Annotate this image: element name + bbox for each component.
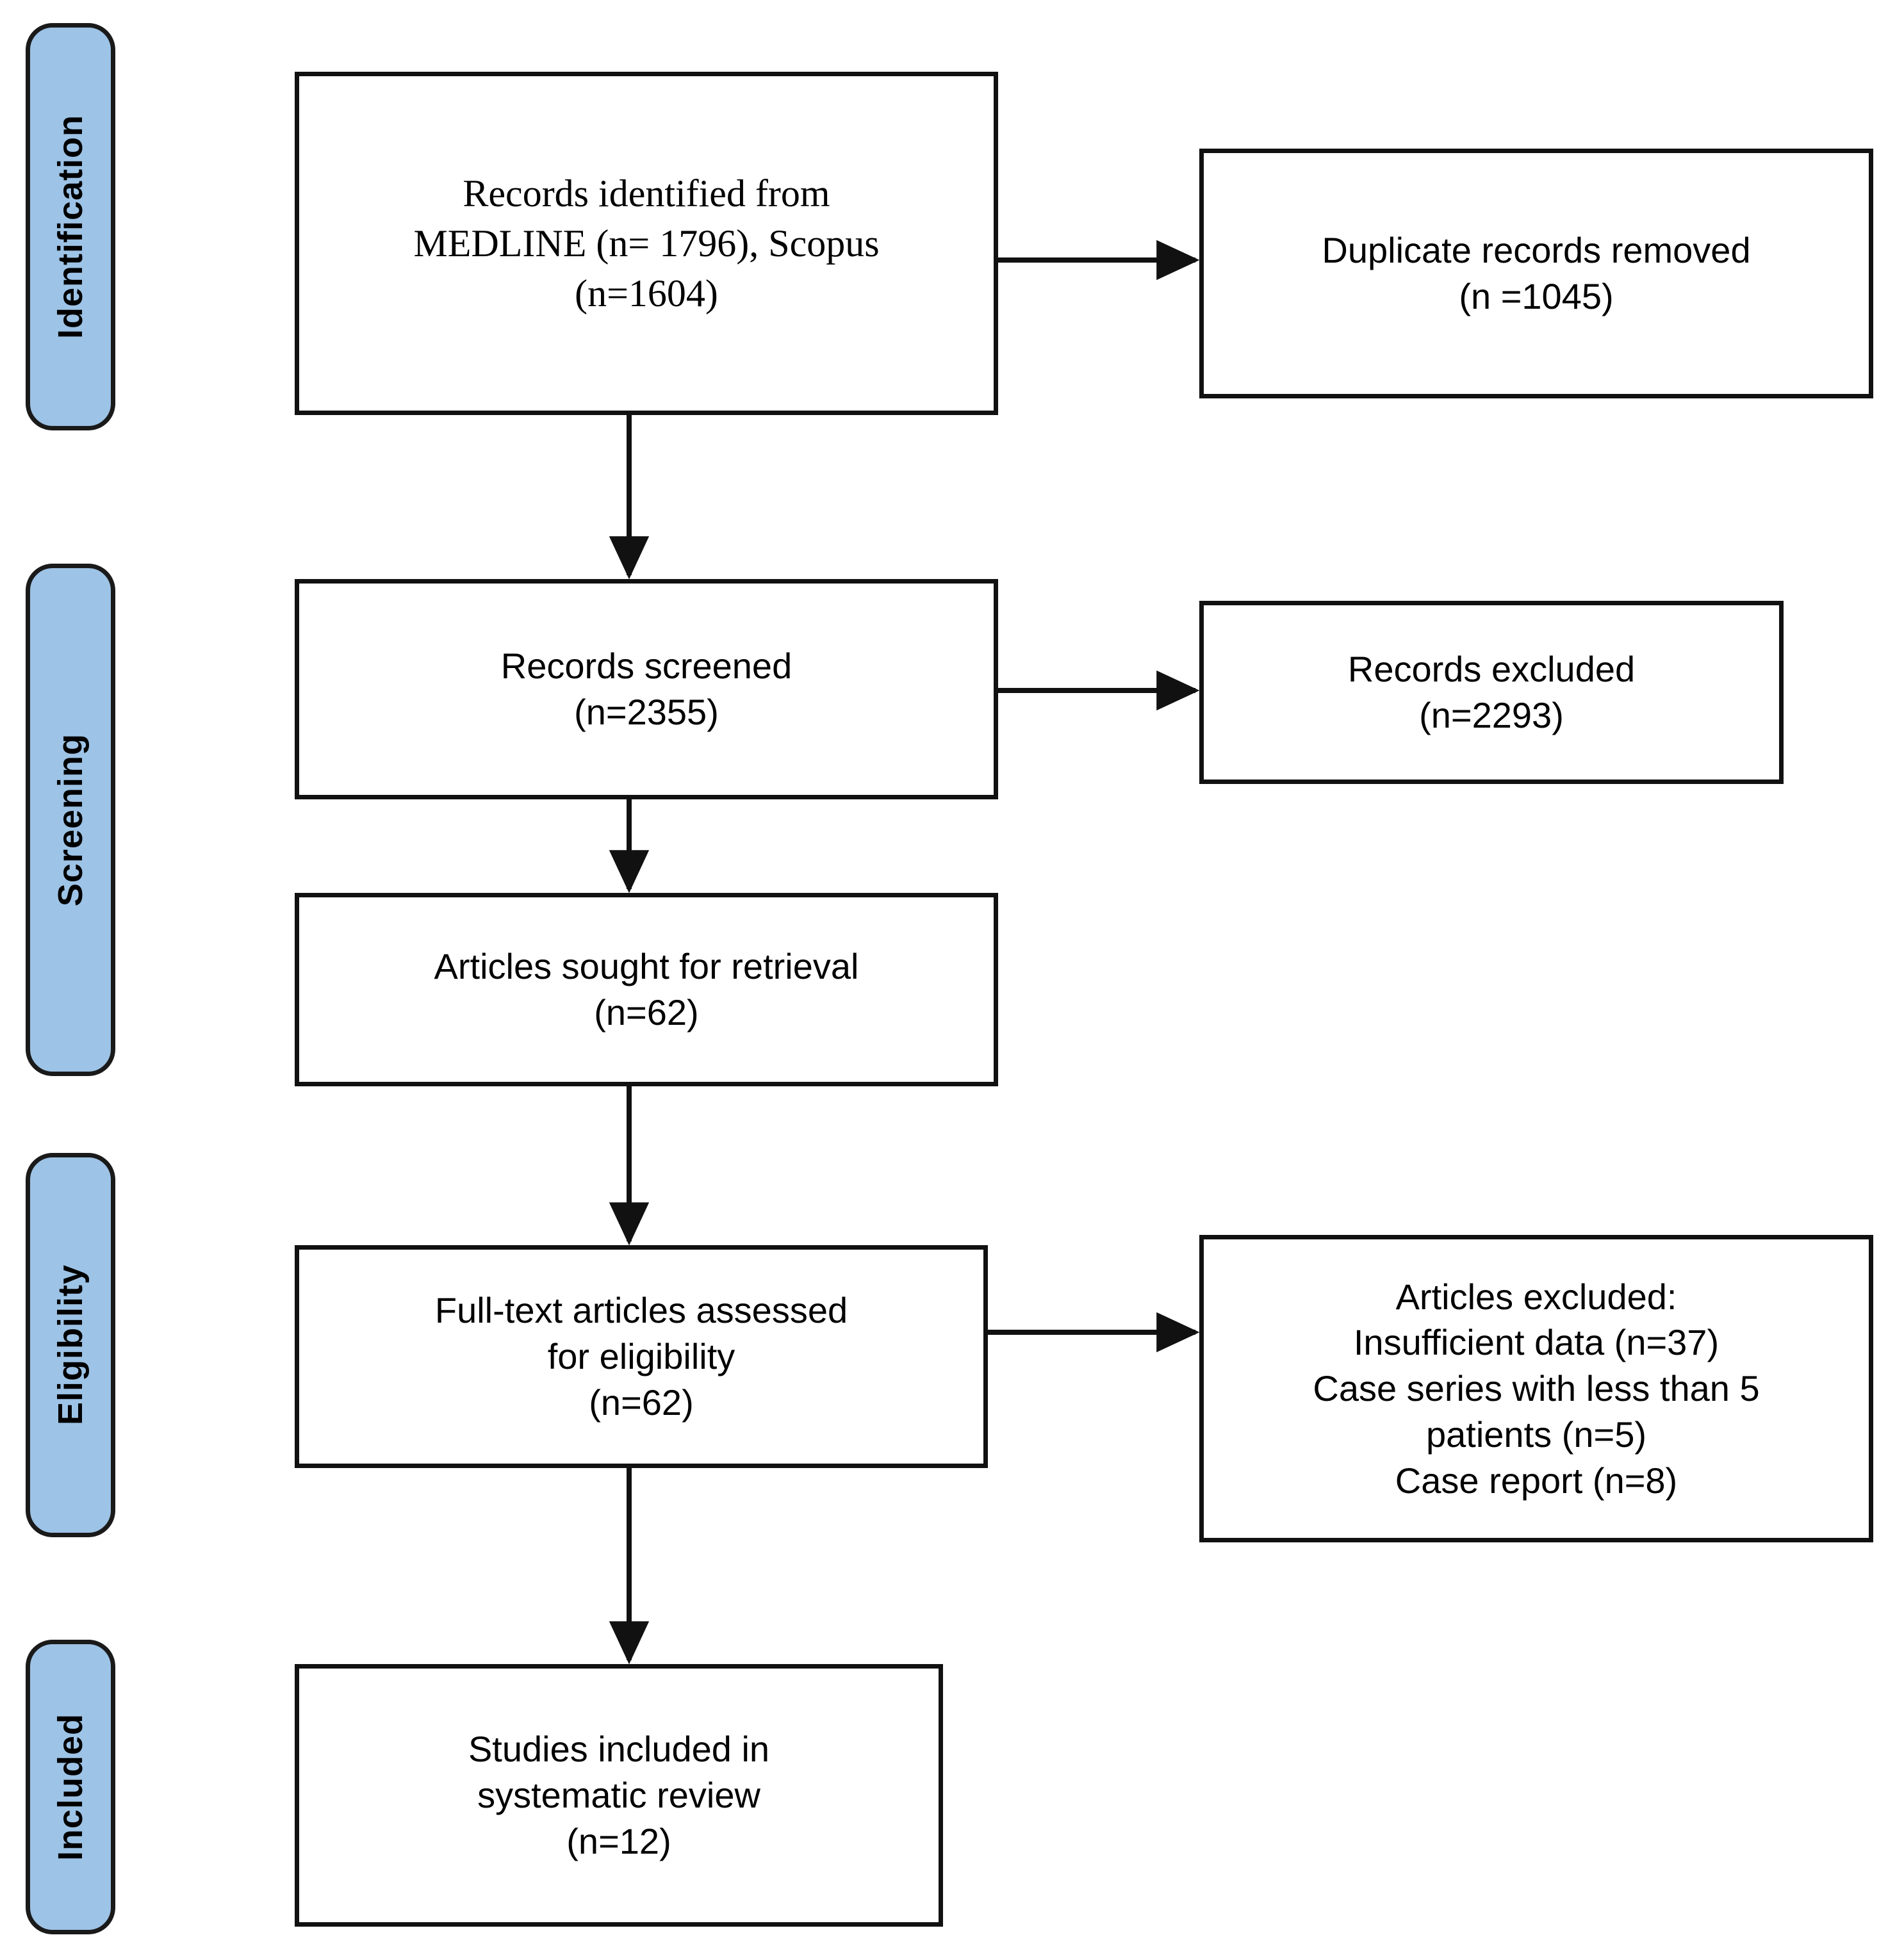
box-records-identified: Records identified from MEDLINE (n= 1796… [295, 72, 998, 415]
box-duplicate-records-removed: Duplicate records removed (n =1045) [1199, 149, 1873, 398]
box-articles-sought-for-retrieval: Articles sought for retrieval (n=62) [295, 893, 998, 1086]
box-articles-excluded-text: Articles excluded: Insufficient data (n=… [1313, 1276, 1760, 1501]
box-fulltext-articles-assessed-text: Full-text articles assessed for eligibil… [434, 1290, 848, 1423]
stage-label-included: Included [51, 1713, 90, 1861]
box-studies-included: Studies included in systematic review (n… [295, 1664, 943, 1927]
box-fulltext-articles-assessed: Full-text articles assessed for eligibil… [295, 1245, 988, 1468]
box-articles-sought-for-retrieval-text: Articles sought for retrieval (n=62) [434, 946, 859, 1033]
stage-pill-included: Included [26, 1640, 115, 1934]
stage-pill-identification: Identification [26, 23, 115, 430]
box-studies-included-text: Studies included in systematic review (n… [468, 1729, 770, 1861]
box-records-excluded-text: Records excluded (n=2293) [1347, 649, 1636, 735]
stage-label-screening: Screening [51, 733, 90, 907]
box-duplicate-records-removed-text: Duplicate records removed (n =1045) [1322, 230, 1751, 316]
stage-label-identification: Identification [51, 115, 90, 339]
box-records-excluded: Records excluded (n=2293) [1199, 601, 1784, 784]
stage-pill-eligibility: Eligibility [26, 1153, 115, 1537]
box-articles-excluded: Articles excluded: Insufficient data (n=… [1199, 1235, 1873, 1542]
stage-label-eligibility: Eligibility [51, 1264, 90, 1426]
box-records-screened-text: Records screened (n=2355) [500, 646, 792, 732]
stage-pill-screening: Screening [26, 564, 115, 1076]
box-records-screened: Records screened (n=2355) [295, 579, 998, 799]
box-records-identified-text: Records identified from MEDLINE (n= 1796… [413, 172, 880, 314]
